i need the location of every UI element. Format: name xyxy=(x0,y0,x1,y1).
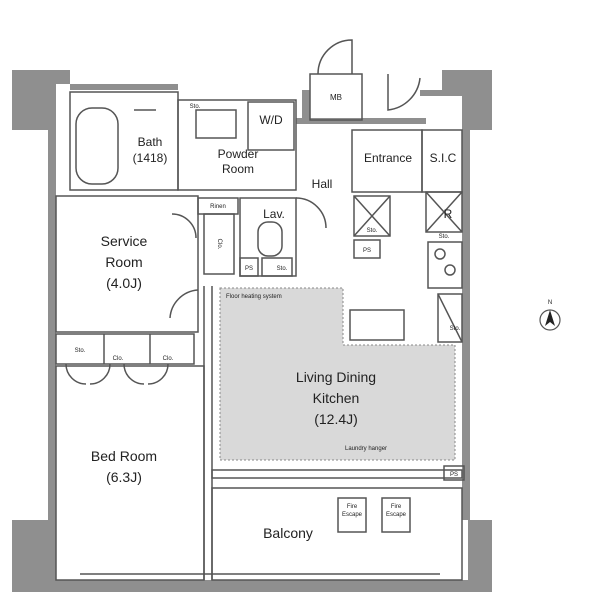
sic-label: S.I.C xyxy=(430,151,457,165)
fire-escape-1-line1: Fire xyxy=(347,504,358,510)
powder-room-label-2: Room xyxy=(222,162,254,176)
compass: N xyxy=(539,300,561,331)
entrance-label: Entrance xyxy=(364,151,412,165)
interior-walls xyxy=(55,39,465,581)
refrigerator-label: R xyxy=(444,207,453,221)
balcony-label: Balcony xyxy=(263,525,313,541)
sto-label-1: Sto. xyxy=(190,104,201,110)
bath-size: (1418) xyxy=(133,151,168,165)
ps-label-3: PS xyxy=(450,472,458,478)
clo-label-2: Clo. xyxy=(163,356,174,362)
small-labels: Floor heating system Laundry hanger PS P… xyxy=(75,104,461,518)
floor-heating-area xyxy=(219,287,456,461)
sto-label-3: Sto. xyxy=(439,234,450,240)
powder-room-label-1: Powder xyxy=(218,147,259,161)
sto-label-5: Sto. xyxy=(450,326,461,332)
ps-label-2: PS xyxy=(245,266,253,272)
service-room-label-2: Room xyxy=(105,254,142,270)
laundry-hanger-label: Laundry hanger xyxy=(345,446,387,452)
fire-escape-1-line2: Escape xyxy=(342,512,363,518)
floor-heating-label: Floor heating system xyxy=(226,294,282,300)
clo-label-3: Clo. xyxy=(216,239,222,250)
outer-walls xyxy=(12,70,492,592)
ldk-label-2: Kitchen xyxy=(313,390,360,406)
compass-label: N xyxy=(548,300,552,306)
ps-label-1: PS xyxy=(363,248,371,254)
wd-label: W/D xyxy=(259,113,283,127)
sto-label-4: Sto. xyxy=(277,266,288,272)
sto-label-2: Sto. xyxy=(367,228,378,234)
bath-label: Bath xyxy=(138,135,163,149)
hall-label: Hall xyxy=(312,177,333,191)
mb-label: MB xyxy=(330,93,342,102)
rinen-label: Rinen xyxy=(210,204,226,210)
ldk-label-1: Living Dining xyxy=(296,369,376,385)
ldk-size: (12.4J) xyxy=(314,411,358,427)
fire-escape-2-line1: Fire xyxy=(391,504,402,510)
bed-room-size: (6.3J) xyxy=(106,469,142,485)
lav-label: Lav. xyxy=(263,207,285,221)
sto-label-6: Sto. xyxy=(75,348,86,354)
clo-label-1: Clo. xyxy=(113,356,124,362)
fire-escape-2-line2: Escape xyxy=(386,512,407,518)
room-labels: Bath (1418) Powder Room W/D MB Entrance … xyxy=(91,93,457,541)
service-room-label-1: Service xyxy=(101,233,148,249)
service-room-size: (4.0J) xyxy=(106,275,142,291)
bed-room-label: Bed Room xyxy=(91,448,157,464)
